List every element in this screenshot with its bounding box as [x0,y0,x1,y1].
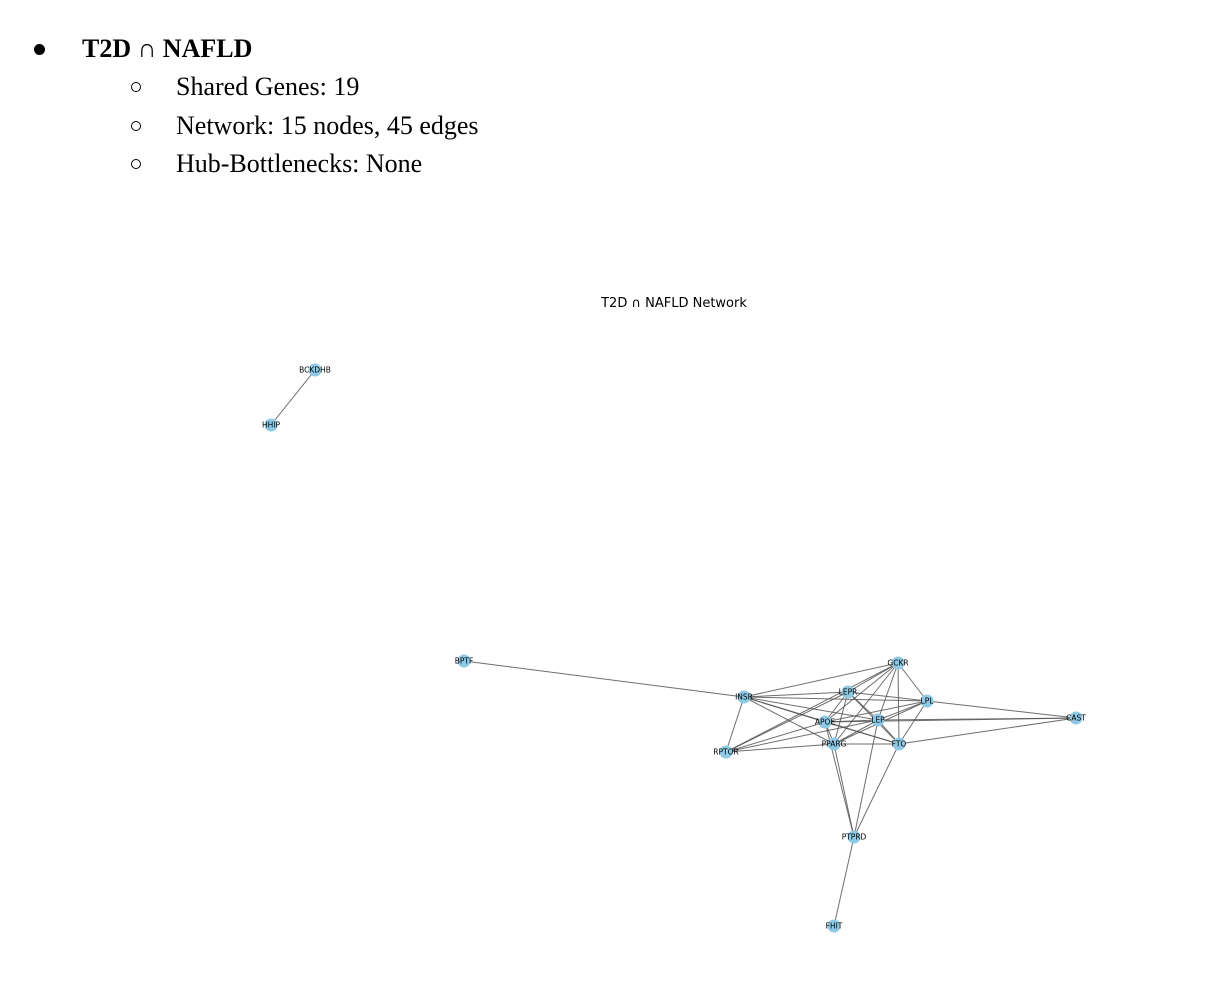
node-ptprd: PTPRD [842,830,867,844]
node-label: FTO [892,740,907,749]
sub-item-text: Network: 15 nodes, 45 edges [176,111,479,140]
node-insr: INSR [735,690,753,704]
node-circle [847,830,861,844]
network-figure: T2D ∩ NAFLD Network BCKDHB HHIP BPTF INSR LE… [0,280,1224,990]
node-circle [920,694,934,708]
node-fhit: FHIT [826,919,843,933]
node-label: BCKDHB [299,366,331,375]
node-label: LPL [921,697,935,706]
edge-pparg-ptprd [833,743,855,838]
edge-bckdhb-hhip [270,369,316,426]
node-label: LEPR [839,688,858,697]
edge-cast-fto [898,717,1077,745]
edge-lpl-apoe [824,700,928,723]
node-circle [308,363,322,377]
node-circle [719,745,733,759]
node-label: CAST [1066,714,1086,723]
node-circle [827,737,841,751]
node-circle [264,418,278,432]
node-circle [841,685,855,699]
edge-gckr-lpl [897,662,928,702]
node-circle [737,690,751,704]
node-label: PPARG [822,740,847,749]
network-title: T2D ∩ NAFLD Network [600,296,747,311]
edge-insr-rptor [725,696,745,753]
node-circle [457,654,471,668]
edge-lpl-cast [926,700,1077,719]
edge-lep-rptor [725,719,879,753]
edge-lepr-pparg [833,691,849,745]
edge-gckr-pparg [833,662,899,745]
node-label: LEP [871,716,885,725]
edge-gckr-fto [897,662,900,745]
edge-apoe-fto [824,721,900,745]
network-graph: T2D ∩ NAFLD Network BCKDHB HHIP BPTF INSR LE… [262,296,1086,933]
edge-gckr-apoe [824,662,899,723]
edge-pparg-rptor [725,743,835,753]
node-label: APOE [815,718,836,727]
edge-lep-ptprd [853,719,879,838]
node-label: GCKR [887,659,908,668]
node-hhip: HHIP [262,418,280,432]
edge-lep-pparg [833,719,879,745]
node-circle [871,713,885,727]
edge-apoe-lep [824,719,879,723]
edge-insr-lpl [743,696,928,702]
node-label: BPTF [455,657,474,666]
hollow-bullet-icon [131,159,141,169]
edge-insr-gckr [743,662,899,698]
edge-fto-ptprd [853,743,900,838]
node-rptor: RPTOR [713,745,739,759]
node-bptf: BPTF [455,654,474,668]
node-label: PTPRD [842,833,867,842]
node-circle [827,919,841,933]
node-lepr: LEPR [839,685,858,699]
nodes-layer: BCKDHB HHIP BPTF INSR LEPR GCKR LPL CAST APOE LEP… [262,363,1086,933]
edges-layer [270,369,1077,927]
node-apoe: APOE [815,715,836,729]
node-label: INSR [735,693,753,702]
edge-gckr-rptor [725,662,899,753]
bullet-dot-icon [34,44,45,55]
hollow-bullet-icon [131,82,141,92]
edge-apoe-rptor [725,721,826,753]
node-circle [818,715,832,729]
edge-insr-lepr [743,691,849,698]
edge-lpl-fto [898,700,928,745]
node-lep: LEP [871,713,885,727]
node-gckr: GCKR [887,656,909,670]
node-lpl: LPL [920,694,935,708]
node-label: RPTOR [713,748,738,757]
node-bckdhb: BCKDHB [299,363,331,377]
section-title: T2D ∩ NAFLD [82,34,253,63]
node-pparg: PPARG [822,737,847,751]
node-label: FHIT [826,922,843,931]
edge-ptprd-fhit [833,836,855,927]
sub-item-text: Hub-Bottlenecks: None [176,149,423,178]
node-circle [892,737,906,751]
edge-bptf-insr [463,660,745,698]
node-cast: CAST [1066,711,1086,725]
node-label: HHIP [262,421,280,430]
edge-cast-lep [877,717,1077,721]
node-fto: FTO [892,737,907,751]
node-circle [1069,711,1083,725]
edge-lpl-lep [877,700,928,721]
edge-lepr-lpl [847,691,928,702]
hollow-bullet-icon [131,121,141,131]
node-circle [891,656,905,670]
sub-item-text: Shared Genes: 19 [176,72,360,101]
